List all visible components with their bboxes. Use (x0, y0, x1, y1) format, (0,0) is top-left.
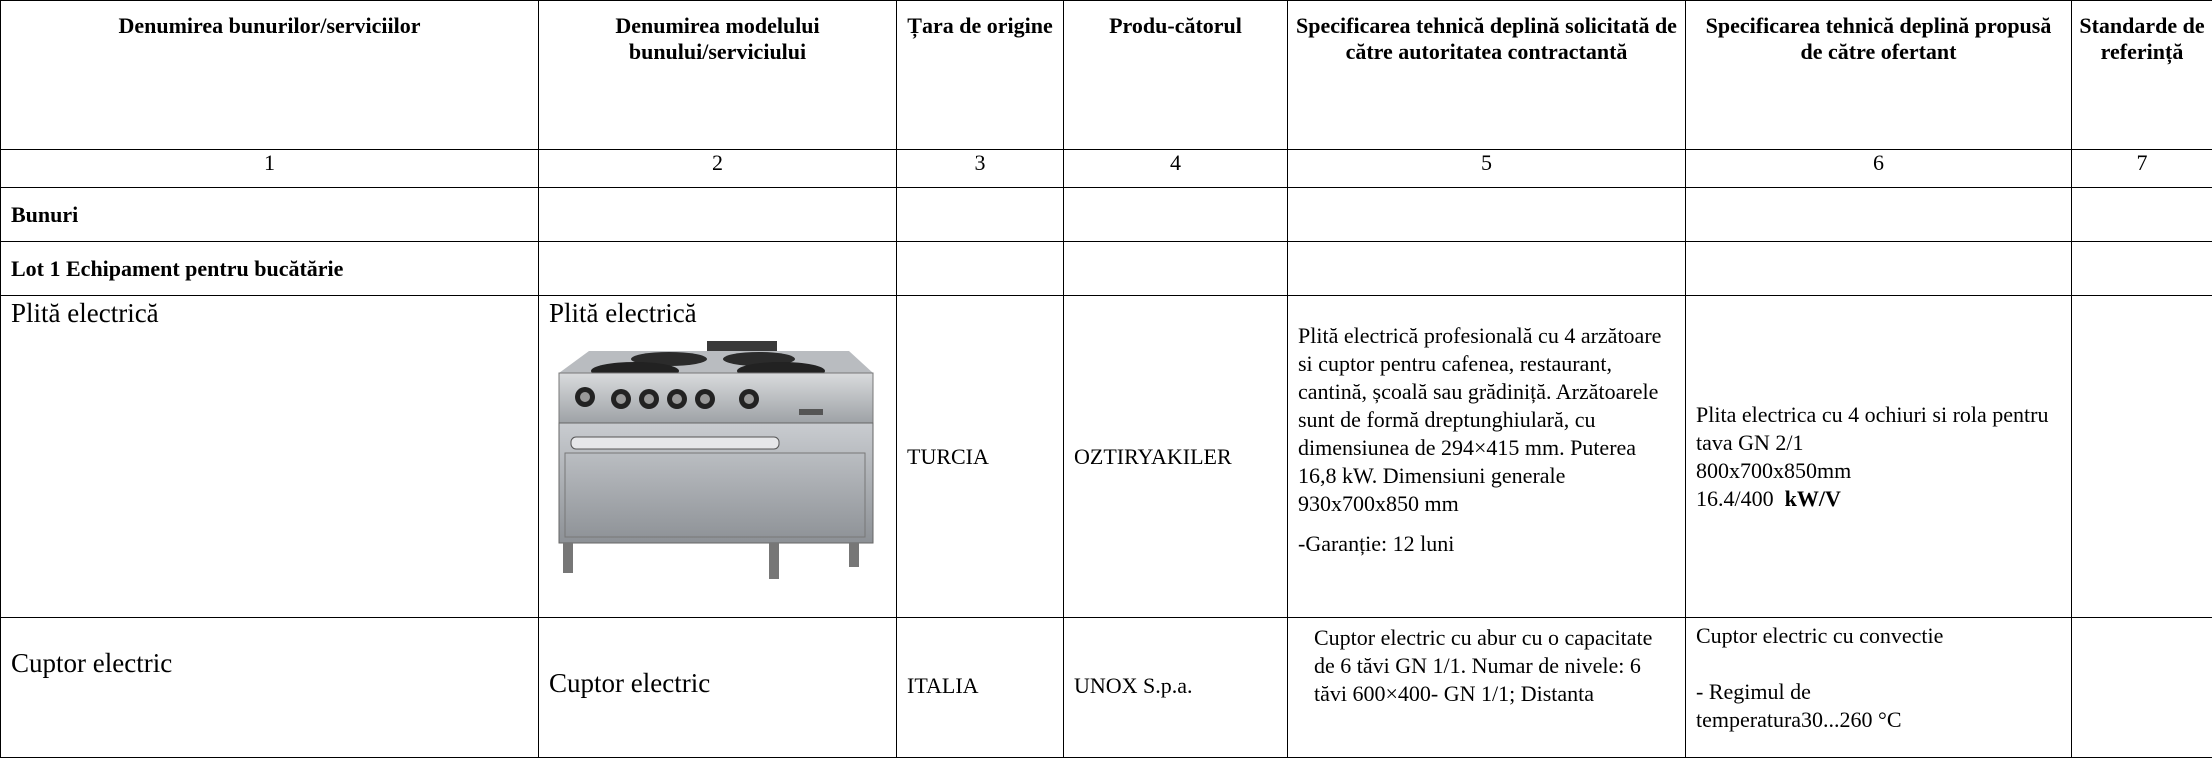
header-model-name: Denumirea modelului bunului/serviciului (539, 1, 897, 150)
proposed-spec-line: - Regimul de (1686, 650, 2071, 706)
column-number-row: 1 2 3 4 5 6 7 (1, 150, 2212, 188)
model-name: Plită electrică (539, 296, 896, 329)
warranty: -Garanție: 12 luni (1288, 518, 1685, 558)
section-row: Bunuri (1, 188, 2212, 242)
column-number: 6 (1686, 150, 2072, 188)
header-row: Denumirea bunurilor/serviciilor Denumire… (1, 1, 2212, 150)
proposed-spec-line: temperatura30...260 °C (1686, 706, 2071, 734)
header-producer: Produ-cătorul (1064, 1, 1288, 150)
header-standards: Standarde de referință (2072, 1, 2212, 150)
goods-name: Cuptor electric (1, 618, 538, 679)
table-row: Cuptor electric Cuptor electric ITALIA U… (1, 618, 2212, 758)
table-row: Plită electrică Plită electrică (1, 296, 2212, 618)
column-number: 3 (897, 150, 1064, 188)
column-number: 7 (2072, 150, 2212, 188)
column-number: 5 (1288, 150, 1686, 188)
proposed-spec-line: Plita electrica cu 4 ochiuri si rola pen… (1696, 401, 2061, 457)
header-required-spec: Specificarea tehnică deplină solicitată … (1288, 1, 1686, 150)
goods-name: Plită electrică (1, 296, 538, 329)
electric-range-image (549, 337, 879, 587)
country-of-origin: TURCIA (897, 443, 1063, 471)
producer: OZTIRYAKILER (1064, 443, 1287, 471)
header-goods-name: Denumirea bunurilor/serviciilor (1, 1, 539, 150)
power-value: 16.4/400 (1696, 486, 1774, 511)
column-number: 1 (1, 150, 539, 188)
header-proposed-spec: Specificarea tehnică deplină propusă de … (1686, 1, 2072, 150)
proposed-spec-line: Cuptor electric cu convectie (1686, 618, 2071, 650)
country-of-origin: ITALIA (897, 618, 1063, 700)
proposed-spec: Plita electrica cu 4 ochiuri si rola pen… (1686, 401, 2071, 513)
header-country: Țara de origine (897, 1, 1064, 150)
required-spec: Cuptor electric cu abur cu o capacitate … (1288, 618, 1685, 708)
lot-title: Lot 1 Echipament pentru bucătărie (1, 256, 538, 282)
model-name: Cuptor electric (539, 618, 896, 699)
lot-row: Lot 1 Echipament pentru bucătărie (1, 242, 2212, 296)
required-spec: Plită electrică profesională cu 4 arzăto… (1288, 296, 1685, 518)
power-unit: kW/V (1785, 486, 1841, 511)
column-number: 2 (539, 150, 897, 188)
proposed-spec-line: 16.4/400 kW/V (1696, 485, 2061, 513)
section-bunuri: Bunuri (1, 202, 538, 228)
column-number: 4 (1064, 150, 1288, 188)
proposed-spec-line: 800x700x850mm (1696, 457, 2061, 485)
producer: UNOX S.p.a. (1064, 618, 1287, 700)
